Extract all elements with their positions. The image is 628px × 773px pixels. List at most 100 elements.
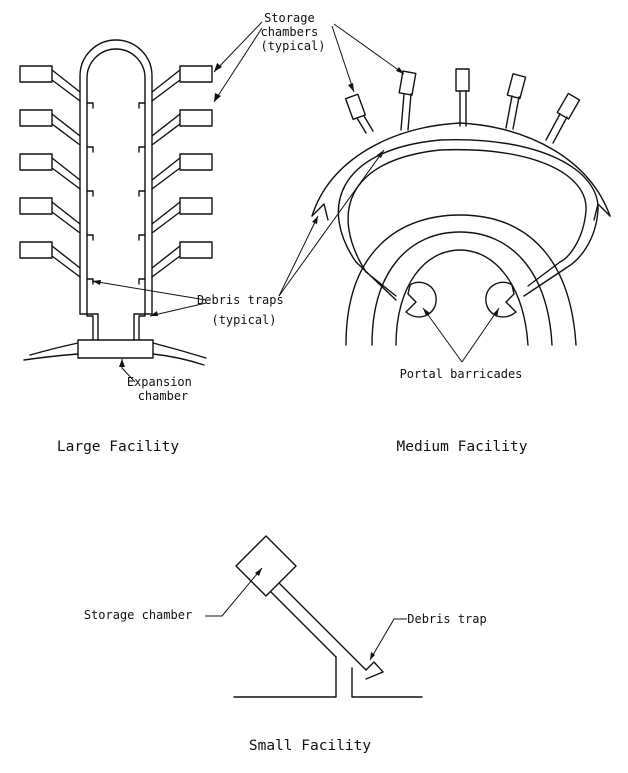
debris-trap-label: Debris trap (407, 612, 486, 626)
storage-chamber (19, 65, 53, 83)
debris-leader-line (278, 215, 319, 297)
expansion-chamber-label-line-1: Expansion (127, 375, 192, 389)
portal-barricade-right (485, 281, 517, 318)
storage-chamber (344, 93, 367, 121)
storage-chamber (179, 109, 213, 127)
debris-leader-line (369, 618, 407, 661)
branch-tunnel (51, 69, 81, 102)
storage-leader-line (331, 25, 355, 93)
debris-leader-line (278, 149, 385, 297)
branch-tunnel (51, 157, 81, 190)
access-tunnel-upper-wall (278, 582, 367, 671)
debris-trap (365, 661, 384, 680)
small-facility-caption: Small Facility (249, 738, 371, 754)
barricade-leader-line (422, 307, 463, 363)
barricade-leader-arrowhead (493, 308, 499, 317)
branch-tunnel (505, 95, 520, 130)
branch-tunnel (151, 157, 181, 190)
storage-chamber (506, 73, 527, 100)
expansion-chamber-label-line-2: chamber (138, 389, 189, 403)
storage-chamber (556, 92, 581, 120)
portal-connector-left (355, 261, 397, 301)
expansion-chamber (77, 339, 154, 359)
portal-right (351, 667, 423, 698)
storage-chamber (179, 241, 213, 259)
access-tunnel-lower-wall (270, 591, 337, 658)
storage-leader-line (333, 23, 405, 75)
branch-tunnel (151, 245, 181, 278)
large-facility: Storage chambers (typical) Debris traps … (19, 11, 326, 455)
branch-tunnel (356, 115, 374, 134)
storage-chambers-label-line-1: Storage (264, 11, 315, 25)
debris-leader-arrowhead (92, 280, 101, 285)
ramp-arch-outer (345, 214, 577, 346)
branch-tunnel (151, 201, 181, 234)
storage-chambers-label-line-3: (typical) (260, 39, 325, 53)
storage-chamber (19, 109, 53, 127)
storage-leader-arrowhead (214, 63, 222, 72)
storage-chambers-label: Storage chambers (typical) (260, 11, 325, 53)
barricade-leader-line (461, 307, 500, 363)
portal-connector-right (523, 261, 567, 297)
portal-right-ground (152, 342, 207, 359)
portal-left (233, 656, 337, 698)
branch-tunnel (400, 93, 412, 131)
debris-leader-arrowhead (312, 216, 318, 224)
debris-trap-stubs (86, 102, 146, 285)
branch-tunnel (459, 90, 467, 127)
debris-traps-label: Debris traps (typical) (197, 293, 291, 327)
small-facility: Storage chamber Debris trap Small Facili… (84, 535, 487, 754)
loop-tunnel-inner (347, 148, 587, 273)
ramp-arch-inner (395, 249, 529, 346)
branch-tunnel (151, 69, 181, 102)
outer-arch-left-tip (311, 203, 329, 221)
outer-arch-right-tip (593, 203, 611, 221)
storage-chamber-label: Storage chamber (84, 608, 192, 622)
portal-left-ground-lower (23, 353, 79, 361)
right-storage-chambers (151, 65, 213, 278)
storage-leader-arrowhead (214, 93, 221, 102)
debris-leader-arrowhead (370, 652, 375, 660)
debris-leader-arrowhead (150, 311, 158, 316)
debris-traps-label-line-2: (typical) (211, 313, 276, 327)
storage-chamber (398, 70, 417, 96)
storage-leader-line (213, 27, 263, 103)
portal-barricades-label: Portal barricades (400, 367, 523, 381)
storage-chamber (179, 65, 213, 83)
large-facility-caption: Large Facility (57, 439, 179, 455)
medium-facility-caption: Medium Facility (397, 439, 528, 455)
debris-leader-arrowhead (377, 150, 384, 158)
storage-chamber (179, 197, 213, 215)
loop-tunnel-outer (337, 138, 599, 269)
storage-chamber (179, 153, 213, 171)
branch-tunnel (51, 245, 81, 278)
ramp-arch-mid (371, 231, 553, 346)
storage-leader-line (205, 567, 263, 617)
branch-tunnel (51, 113, 81, 146)
debris-traps-label-line-1: Debris traps (197, 293, 284, 307)
storage-chamber (455, 68, 470, 92)
branch-tunnel (151, 113, 181, 146)
expansion-leader-arrowhead (119, 359, 125, 367)
barricade-leader-arrowhead (423, 308, 430, 316)
portal-barricade-left (405, 281, 437, 318)
main-tunnel-outer-wall (79, 39, 153, 315)
branch-tunnel (545, 113, 568, 144)
tunnel-neck (79, 305, 153, 341)
branch-tunnel (51, 201, 81, 234)
storage-leader-arrowhead (396, 67, 404, 74)
storage-chambers-label-line-2: chambers (260, 25, 318, 39)
storage-leader-arrowhead (255, 568, 262, 576)
storage-chamber (235, 535, 297, 597)
storage-chamber (19, 153, 53, 171)
debris-leader-line (91, 280, 207, 301)
medium-facility: Portal barricades Medium Facility (278, 23, 611, 455)
storage-leader-arrowhead (348, 83, 354, 92)
storage-leader-line (213, 21, 263, 73)
portal-left-ground (29, 342, 79, 356)
expansion-chamber-label: Expansion chamber (127, 375, 199, 403)
portal-right-ground-lower (152, 353, 205, 366)
storage-chamber (19, 197, 53, 215)
